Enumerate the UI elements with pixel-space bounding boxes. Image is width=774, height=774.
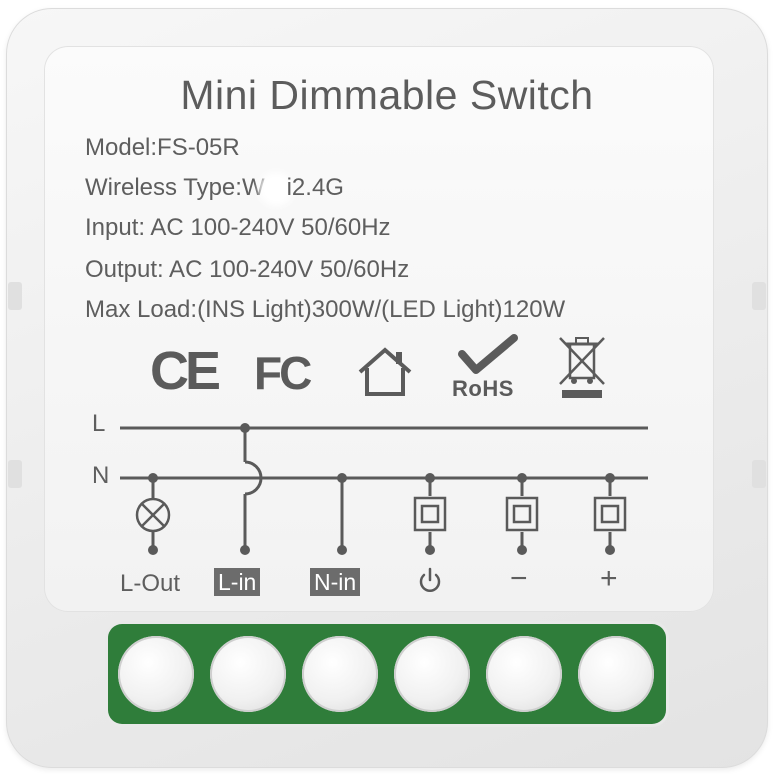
product-title: Mini Dimmable Switch	[180, 72, 594, 118]
side-clip-right-bottom	[752, 460, 766, 488]
lamp-icon	[135, 497, 171, 533]
ce-mark-icon: CE	[150, 341, 221, 401]
terminal-screw-power[interactable]	[394, 636, 470, 712]
line-label: L	[92, 410, 106, 437]
spec-model: Model:FS-05R	[85, 134, 240, 161]
spec-wireless: Wireless Type:W i2.4G	[85, 174, 344, 202]
side-clip-left-bottom	[8, 460, 22, 488]
terminal-screw-minus[interactable]	[486, 636, 562, 712]
button-plus-symbol-icon	[593, 496, 627, 532]
button-minus-symbol-icon	[505, 496, 539, 532]
terminal-label-l-out: L-Out	[120, 570, 181, 597]
spec-max-load: Max Load:(INS Light)300W/(LED Light)120W	[85, 296, 566, 323]
spec-output: Output: AC 100-240V 50/60Hz	[85, 256, 410, 283]
terminal-screw-plus[interactable]	[578, 636, 654, 712]
checkmark-icon	[458, 334, 518, 374]
terminal-screw-l-out[interactable]	[118, 636, 194, 712]
terminal-screw-l-in[interactable]	[210, 636, 286, 712]
house-icon	[358, 347, 412, 396]
terminal-block	[108, 624, 666, 724]
fc-mark-icon: FC	[254, 347, 312, 399]
terminal-label-minus: −	[510, 562, 528, 595]
crossed-bin-icon	[559, 337, 605, 398]
terminal-label-l-in: L-in	[214, 568, 261, 596]
spec-wireless-prefix: Wireless Type:W	[85, 174, 265, 201]
power-icon	[419, 567, 441, 592]
terminal-screw-n-in[interactable]	[302, 636, 378, 712]
rohs-label: RoHS	[452, 376, 514, 401]
spec-wireless-blur	[264, 177, 287, 200]
button-power-symbol-icon	[413, 496, 447, 532]
side-clip-left-top	[8, 282, 22, 310]
terminal-label-n-in: N-in	[310, 568, 361, 596]
spec-wireless-suffix: i2.4G	[286, 174, 344, 201]
neutral-label: N	[92, 462, 110, 489]
terminal-label-plus: +	[600, 562, 618, 595]
spec-input: Input: AC 100-240V 50/60Hz	[85, 214, 391, 241]
side-clip-right-top	[752, 282, 766, 310]
